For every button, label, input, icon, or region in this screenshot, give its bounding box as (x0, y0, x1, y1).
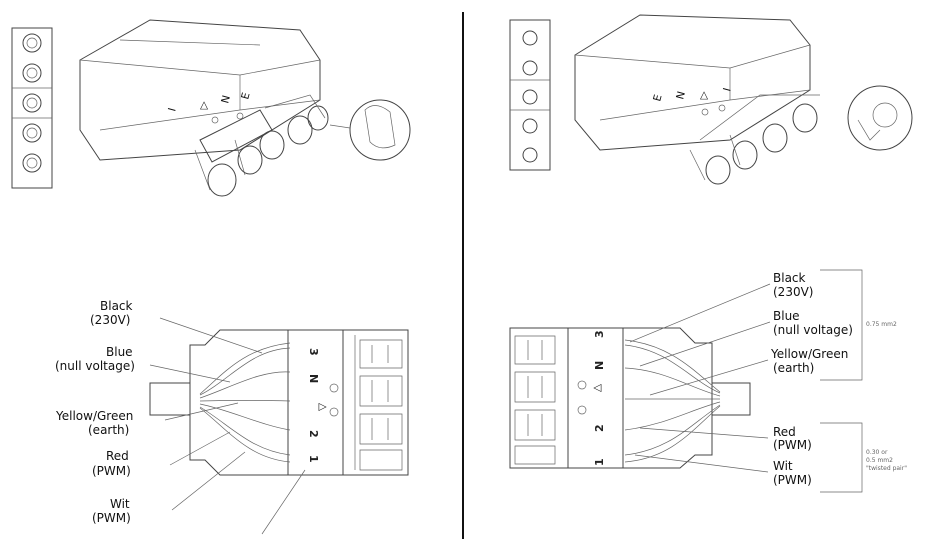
left-cable-stub (149, 382, 191, 416)
svg-text:N: N (674, 90, 688, 101)
right-gauge-notes: 0.75 mm2 0.30 or 0.5 mm2 "twisted pair" (866, 321, 907, 472)
left-housing-body (189, 329, 289, 476)
note-upper: 0.75 mm2 (866, 321, 897, 328)
left-pin-block (342, 329, 409, 476)
right-bracket-lower (820, 422, 863, 493)
left-label-red: Red (106, 449, 129, 463)
left-detail-magnifier (349, 99, 411, 161)
right-terminal-2: 2 (593, 424, 606, 432)
left-label-wit-sub: (PWM) (92, 511, 131, 525)
left-label-black: Black (100, 299, 133, 313)
right-label-red-sub: (PWM) (773, 438, 812, 452)
right-label-wit: Wit (773, 459, 793, 473)
note-lower-2: 0.5 mm2 (866, 457, 893, 464)
left-terminal-1: 1 (307, 455, 320, 463)
right-wiring-view: △ 3 N 2 1 Black (230V (509, 269, 907, 493)
left-iso-pins (194, 94, 329, 197)
right-wire-labels: Black (230V) Blue (null voltage) Yellow/… (770, 271, 853, 487)
left-terminal-n: N (307, 374, 320, 383)
svg-text:N: N (219, 94, 233, 105)
right-pin-block (509, 327, 569, 469)
right-label-black: Black (773, 271, 806, 285)
svg-text:I: I (721, 87, 733, 93)
left-label-wit: Wit (110, 497, 130, 511)
right-label-yellow-green: Yellow/Green (770, 347, 848, 361)
svg-text:△: △ (700, 89, 709, 101)
right-label-blue-sub: (null voltage) (773, 323, 853, 337)
left-label-blue-sub: (null voltage) (55, 359, 135, 373)
right-terminal-3: 3 (593, 330, 606, 338)
right-terminal-1: 1 (593, 458, 606, 466)
right-housing-body (622, 327, 713, 469)
right-terminal-n: N (593, 361, 606, 370)
right-iso-pins (689, 94, 820, 185)
svg-text:E: E (239, 91, 252, 101)
left-label-red-sub: (PWM) (92, 464, 131, 478)
left-wiring-view: △ 3 N 2 1 Black (230V) Blue (55, 299, 409, 535)
right-wires (624, 339, 721, 463)
left-terminal-2: 2 (307, 430, 320, 438)
left-wires (199, 342, 291, 463)
left-connector-isometric: I △ N E (79, 19, 411, 197)
left-wire-labels: Black (230V) Blue (null voltage) Yellow/… (55, 299, 135, 525)
right-label-red: Red (773, 425, 796, 439)
right-connector-isometric: E N △ I (574, 14, 913, 185)
right-brackets (820, 269, 863, 493)
left-label-yellow-green-sub: (earth) (88, 423, 129, 437)
left-terminal-numbers: 3 N 2 1 (307, 348, 320, 463)
left-connector-end-view (11, 27, 53, 189)
right-detail-magnifier (847, 85, 913, 151)
right-label-blue: Blue (773, 309, 800, 323)
svg-text:△: △ (200, 99, 209, 111)
left-terminal-3: 3 (307, 348, 320, 356)
right-label-yellow-green-sub: (earth) (773, 361, 814, 375)
right-leader-lines (629, 283, 771, 473)
note-lower-3: "twisted pair" (866, 465, 907, 472)
right-label-wit-sub: (PWM) (773, 473, 812, 487)
svg-text:△: △ (317, 403, 329, 412)
note-lower-1: 0.30 or (866, 449, 888, 456)
svg-text:△: △ (591, 383, 603, 392)
right-connector-end-view (509, 19, 551, 171)
left-label-yellow-green: Yellow/Green (55, 409, 133, 423)
right-terminal-block (567, 327, 624, 469)
right-bracket-upper (820, 269, 863, 381)
left-label-blue: Blue (106, 345, 133, 359)
left-label-black-sub: (230V) (90, 313, 130, 327)
right-terminal-numbers: 3 N 2 1 (593, 330, 606, 466)
svg-text:E: E (651, 93, 664, 103)
left-leader-lines (149, 317, 306, 535)
right-label-black-sub: (230V) (773, 285, 813, 299)
svg-text:I: I (166, 107, 178, 113)
